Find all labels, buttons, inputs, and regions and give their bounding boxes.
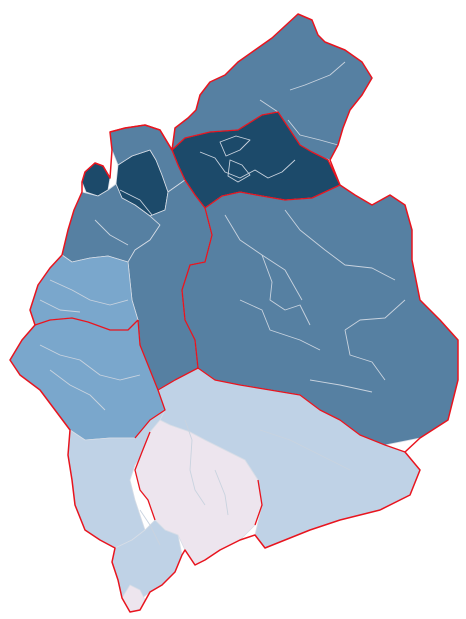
- county-outline: [9, 13, 459, 613]
- ward-boundaries: [39, 61, 406, 546]
- region-copeland-north[interactable]: [29, 254, 139, 331]
